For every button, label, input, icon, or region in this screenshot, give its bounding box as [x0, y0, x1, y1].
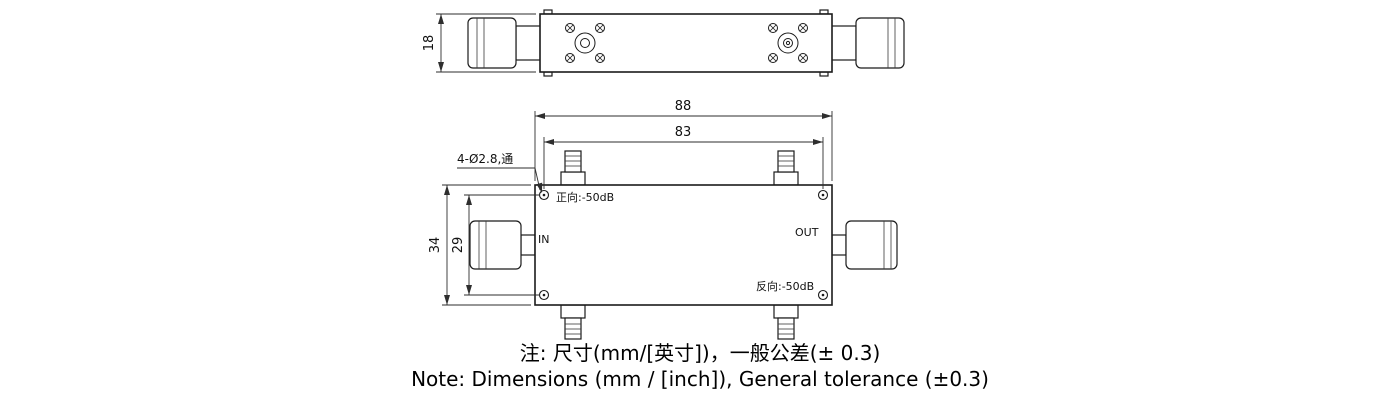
note-line-zh: 注: 尺寸(mm/[英寸])，一般公差(± 0.3): [520, 341, 881, 365]
hole-callout-text: 4-Ø2.8,通: [457, 152, 513, 166]
top-view-left-n-connector: [467, 17, 543, 69]
bottom-coupling-connector-left: [560, 304, 586, 340]
dim-hole-pitch-83: 83: [543, 125, 824, 189]
bottom-coupling-connector-right: [773, 304, 799, 340]
right-flange: [768, 23, 808, 63]
dim-arrow: [535, 113, 545, 119]
front-left-n-connector: [469, 220, 536, 270]
corner-mounting-holes: [538, 189, 829, 301]
connector-neck: [515, 25, 543, 61]
connector-neck: [520, 234, 536, 256]
dim-18-value: 18: [422, 35, 437, 52]
dim-arrow: [544, 139, 554, 145]
dim-arrow: [438, 14, 444, 24]
dim-arrow: [813, 139, 823, 145]
connector-body: [469, 220, 522, 270]
front-view: 88 83 34 29 4-Ø2.8,通: [428, 99, 898, 340]
dim-arrow: [444, 185, 450, 195]
forward-loss-label: 正向:-50dB: [556, 190, 614, 204]
dim-arrow: [438, 62, 444, 72]
reverse-loss-label: 反向:-50dB: [756, 279, 814, 293]
top-coupling-connector-right: [773, 150, 799, 186]
dim-88-value: 88: [675, 99, 692, 114]
dim-arrow: [822, 113, 832, 119]
port-out-label: OUT: [795, 226, 819, 239]
connector-body: [845, 220, 898, 270]
connector-neck: [831, 234, 847, 256]
front-right-n-connector: [831, 220, 898, 270]
left-flange: [565, 23, 605, 63]
connector-body: [467, 17, 517, 69]
front-view-body: [534, 184, 833, 306]
dim-height-34: 34: [428, 184, 531, 306]
top-coupling-connector-left: [560, 150, 586, 186]
dim-depth-18: 18: [422, 13, 536, 73]
dim-hole-pitch-29: 29: [451, 194, 540, 296]
port-in-label: IN: [538, 233, 549, 246]
note-line-en: Note: Dimensions (mm / [inch]), General …: [411, 367, 989, 391]
top-view: 18: [422, 9, 905, 77]
dim-arrow: [466, 285, 472, 295]
dim-83-value: 83: [675, 125, 692, 140]
top-view-right-n-connector: [829, 17, 905, 69]
notes: 注: 尺寸(mm/[英寸])，一般公差(± 0.3) Note: Dimensi…: [411, 341, 989, 391]
dim-29-value: 29: [451, 237, 466, 254]
leader-arrow: [536, 182, 543, 193]
connector-neck: [829, 25, 857, 61]
dim-34-value: 34: [428, 237, 443, 254]
dim-arrow: [466, 195, 472, 205]
dim-arrow: [444, 295, 450, 305]
hole-callout: 4-Ø2.8,通: [457, 152, 543, 193]
connector-body: [855, 17, 905, 69]
